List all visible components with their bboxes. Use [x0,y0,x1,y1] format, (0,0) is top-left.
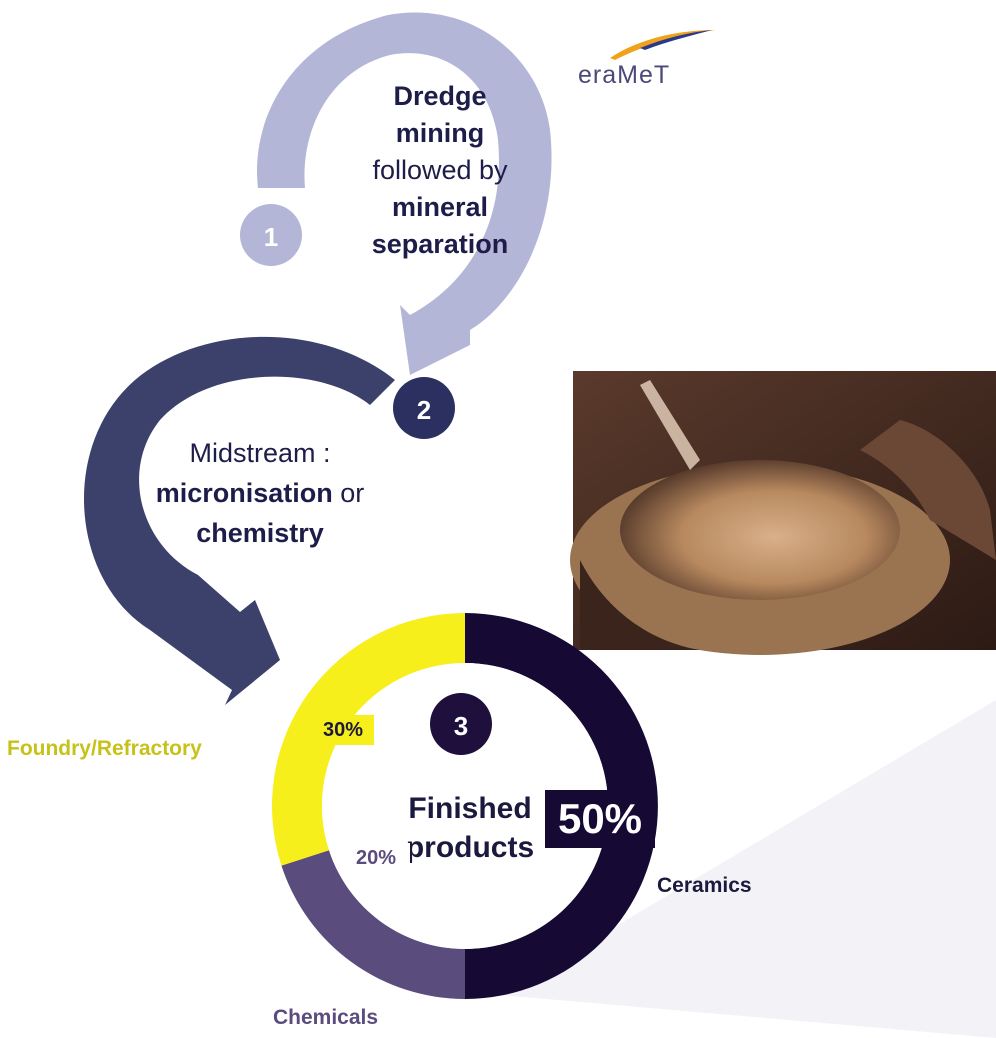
arrow-step1 [257,12,552,376]
step2-line1: Midstream : [189,438,331,468]
donut-hole [322,663,608,949]
finished-products-donut [272,613,658,999]
step2-text: Midstream : micronisation or chemistry [140,433,380,553]
category-label-chemicals: Chemicals [273,1006,379,1029]
logo-swoosh [610,30,715,60]
finished-products-label: Finished products [385,789,555,867]
logo-swoosh-accent [640,30,712,50]
step2-line2: micronisation or [140,473,380,513]
step1-line3: followed by [372,155,508,185]
donut-slice-ceramics [465,613,658,999]
category-label-ceramics: Ceramics [657,874,752,897]
step1-line5: separation [371,229,509,259]
step3-number: 3 [454,711,468,741]
donut-slice-chemicals [281,850,465,999]
data-label-foundry: 30% [312,715,374,745]
step1-line4: mineral [391,192,489,222]
step3-badge [430,693,492,755]
eramet-logo: eraMeT [578,61,671,89]
step2-badge [393,377,455,439]
data-label-ceramics: 50% [545,790,655,848]
step3-line1: Finished [408,792,532,825]
step2-line3: chemistry [196,518,324,548]
background-panel-full [510,700,996,990]
data-label-chemicals: 20% [342,843,410,873]
sand-photo [570,371,996,655]
step1-text: Dredge mining followed by mineral separa… [350,78,530,263]
arrow-step2 [83,336,395,705]
donut-slice-foundry [272,613,465,866]
category-label-foundry: Foundry/Refractory [7,737,202,760]
step2-number: 2 [417,395,431,425]
step1-line2: mining [395,118,485,148]
step2-line2-bold: micronisation [155,478,333,508]
step1-number: 1 [264,222,278,252]
step3-line2: products [405,831,535,864]
step1-badge [240,204,302,266]
step2-line2-rest: or [332,478,365,508]
step1-line1: Dredge [393,81,487,111]
